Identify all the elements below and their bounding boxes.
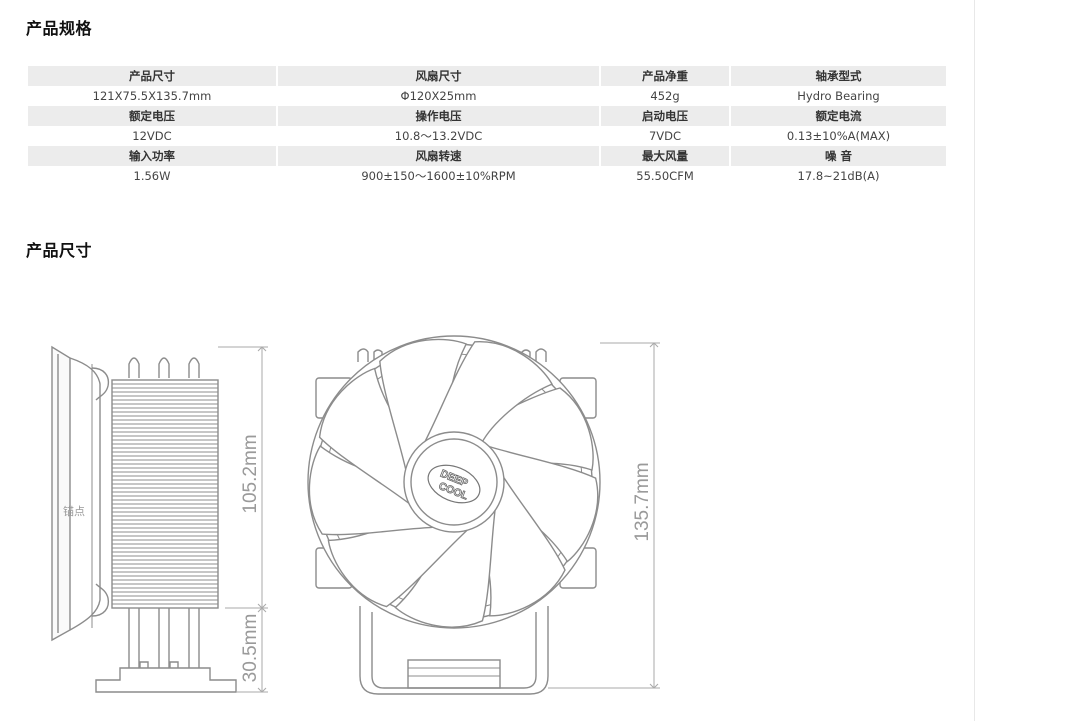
dim-text-105: 105.2mm [240, 434, 261, 513]
heatsink-fins [112, 383, 218, 605]
spec-value-row: 1.56W 900±150～1600±10%RPM 55.50CFM 17.8~… [28, 166, 948, 186]
spec-value-cell: 1.56W [28, 166, 278, 186]
spec-header-cell: 产品净重 [600, 66, 731, 86]
spec-value-cell: 7VDC [600, 126, 731, 146]
dimension-drawing: DEEP COOL 105.2mm 30.5mm 135.7mm 锚点 [51, 335, 660, 695]
spec-header-cell: 轴承型式 [730, 66, 948, 86]
clip-label: 锚点 [63, 504, 85, 518]
spec-value-cell: 121X75.5X135.7mm [28, 86, 278, 106]
side-base [95, 608, 237, 693]
spec-value-cell: 0.13±10%A(MAX) [730, 126, 948, 146]
spec-header-cell: 风扇尺寸 [277, 66, 601, 86]
spec-header-cell: 启动电压 [600, 106, 731, 126]
spec-header-cell: 操作电压 [277, 106, 601, 126]
spec-value-cell: 452g [600, 86, 731, 106]
spec-value-cell: 17.8~21dB(A) [730, 166, 948, 186]
spec-header-cell: 额定电流 [730, 106, 948, 126]
dim-text-135: 135.7mm [632, 462, 653, 541]
spec-header-cell: 额定电压 [28, 106, 278, 126]
spec-header-cell: 输入功率 [28, 146, 278, 166]
spec-header-cell: 产品尺寸 [28, 66, 278, 86]
front-base [359, 606, 549, 695]
spec-value-cell: 12VDC [28, 126, 278, 146]
dim-text-30: 30.5mm [240, 614, 261, 683]
front-dimension-line [548, 342, 660, 689]
side-dimension-lines [218, 346, 268, 693]
spec-header-row: 额定电压 操作电压 启动电压 额定电流 [28, 106, 948, 126]
product-content: 产品规格 产品尺寸 风扇尺寸 产品净重 轴承型式 121X75.5X135.7m… [26, 0, 975, 721]
dim-section-title: 产品尺寸 [26, 241, 93, 260]
fan-hub [403, 431, 505, 533]
spec-header-row: 产品尺寸 风扇尺寸 产品净重 轴承型式 [28, 66, 948, 86]
spec-value-cell: Φ120X25mm [277, 86, 601, 106]
spec-header-cell: 最大风量 [600, 146, 731, 166]
spec-value-row: 12VDC 10.8～13.2VDC 7VDC 0.13±10%A(MAX) [28, 126, 948, 146]
spec-value-cell: 55.50CFM [600, 166, 731, 186]
spec-header-cell: 风扇转速 [277, 146, 601, 166]
spec-value-cell: Hydro Bearing [730, 86, 948, 106]
side-view [51, 345, 219, 642]
spec-value-cell: 900±150～1600±10%RPM [277, 166, 601, 186]
spec-value-cell: 10.8～13.2VDC [277, 126, 601, 146]
spec-table: 产品尺寸 风扇尺寸 产品净重 轴承型式 121X75.5X135.7mm Φ12… [28, 66, 948, 186]
spec-section-title: 产品规格 [26, 19, 93, 38]
spec-header-row: 输入功率 风扇转速 最大风量 噪 音 [28, 146, 948, 166]
spec-value-row: 121X75.5X135.7mm Φ120X25mm 452g Hydro Be… [28, 86, 948, 106]
spec-header-cell: 噪 音 [730, 146, 948, 166]
fan-blade [422, 341, 553, 446]
